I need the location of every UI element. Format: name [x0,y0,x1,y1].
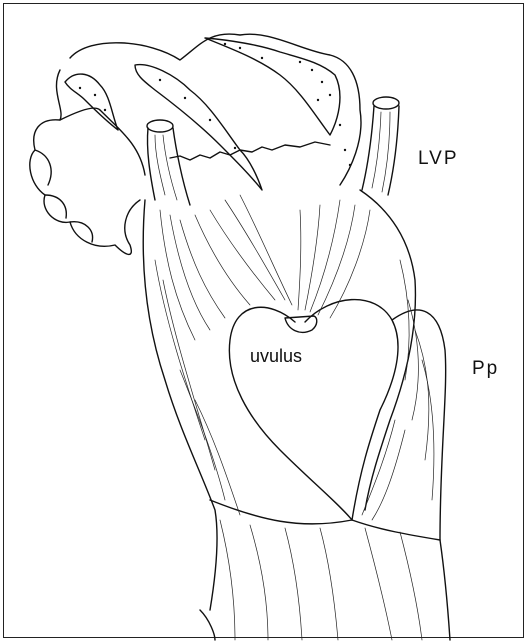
right-levator-tube [362,97,399,195]
left-levator-tube [147,120,190,205]
muscle-fibers [155,195,434,640]
maxilla-outline [30,34,361,254]
pharyngeal-outline [143,190,450,640]
palate-midline [170,142,330,160]
pp-label: Pp [472,358,499,380]
uvulus-label: uvulus [250,346,302,367]
bone-stipple [65,38,351,190]
lvp-label: LVP [418,148,459,170]
